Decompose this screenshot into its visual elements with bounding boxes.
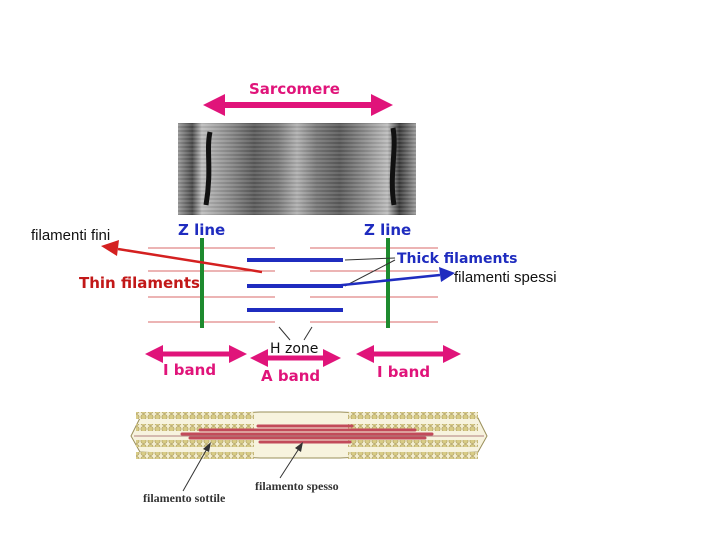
filamenti-spessi-arrow [332, 267, 455, 288]
sarcomere-arrow [203, 94, 393, 116]
filamenti-fini-arrow [101, 240, 263, 274]
filamenti-fini-label: filamenti fini [31, 227, 111, 244]
micrograph-z-disc-right [389, 127, 397, 206]
thin-filaments-right [310, 247, 438, 323]
a-band-label: A band [261, 367, 321, 385]
filamento-sottile-label: filamento sottile [143, 491, 226, 505]
a-band-arrow [250, 349, 341, 367]
thick-filaments-pointer [344, 257, 396, 287]
i-band-right-label: I band [377, 363, 431, 381]
bottom-pointers [182, 442, 303, 492]
filament-bundle-illustration [130, 411, 488, 459]
i-band-right-arrow [356, 345, 461, 363]
filamenti-spessi-label: filamenti spessi [454, 269, 557, 286]
filamento-spesso-label: filamento spesso [255, 479, 339, 493]
i-band-left-label: I band [163, 361, 217, 379]
h-zone-pointer [278, 326, 313, 341]
thick-filaments-label: Thick filaments [397, 251, 518, 267]
i-band-left-arrow [145, 345, 247, 363]
thick-filaments [247, 258, 343, 312]
z-line-left-label: Z line [178, 221, 226, 239]
h-zone-label: H zone [270, 341, 319, 357]
sarcomere-micrograph [178, 123, 416, 215]
sarcomere-label: Sarcomere [249, 80, 340, 98]
micrograph-z-disc-left [203, 131, 213, 206]
thin-filaments-label: Thin filaments [79, 274, 200, 292]
z-line-right-label: Z line [364, 221, 412, 239]
